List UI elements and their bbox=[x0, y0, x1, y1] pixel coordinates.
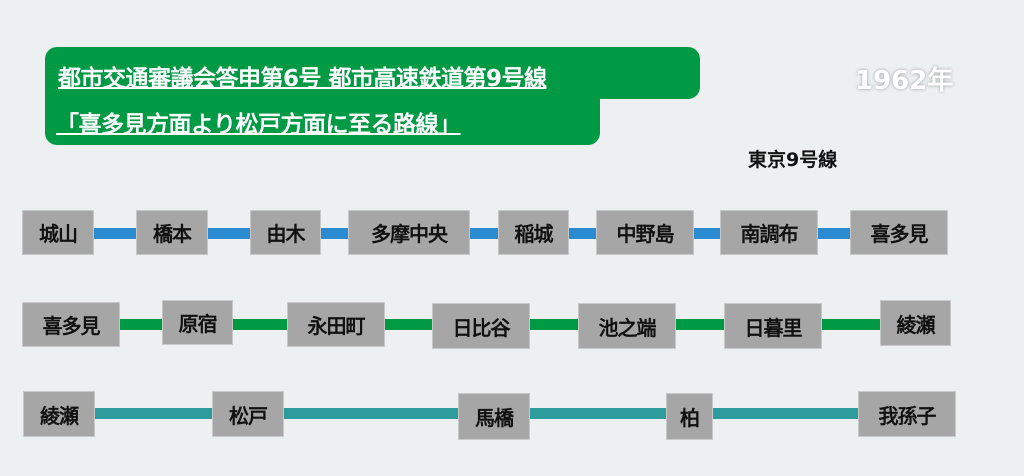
year-label: 1962年 bbox=[855, 66, 954, 96]
station: 原宿 bbox=[162, 300, 233, 345]
station: 綾瀬 bbox=[23, 391, 95, 437]
station: 柏 bbox=[666, 393, 713, 440]
station: 永田町 bbox=[287, 302, 385, 347]
station: 我孫子 bbox=[858, 391, 956, 437]
station: 馬橋 bbox=[458, 393, 530, 440]
title-banner-lower bbox=[45, 96, 600, 145]
station: 喜多見 bbox=[22, 302, 120, 347]
station: 南調布 bbox=[720, 210, 818, 255]
station: 由木 bbox=[250, 210, 321, 255]
title-line-2: 「喜多見方面より松戸方面に至る路線」 bbox=[56, 112, 461, 138]
title-banner bbox=[45, 47, 700, 99]
station: 日暮里 bbox=[724, 303, 822, 349]
station: 橋本 bbox=[136, 210, 208, 255]
route-line-row1 bbox=[90, 228, 860, 239]
line-name: 東京9号線 bbox=[748, 149, 838, 171]
station: 池之端 bbox=[578, 303, 676, 349]
station: 松戸 bbox=[212, 391, 284, 437]
station: 綾瀬 bbox=[880, 300, 951, 346]
station: 稲城 bbox=[498, 210, 569, 255]
station: 城山 bbox=[22, 210, 94, 255]
station: 日比谷 bbox=[432, 303, 530, 349]
station: 中野島 bbox=[596, 210, 694, 255]
title-line-1: 都市交通審議会答申第6号 都市高速鉄道第9号線 bbox=[58, 66, 547, 92]
station: 多摩中央 bbox=[348, 210, 470, 255]
station: 喜多見 bbox=[850, 210, 948, 255]
